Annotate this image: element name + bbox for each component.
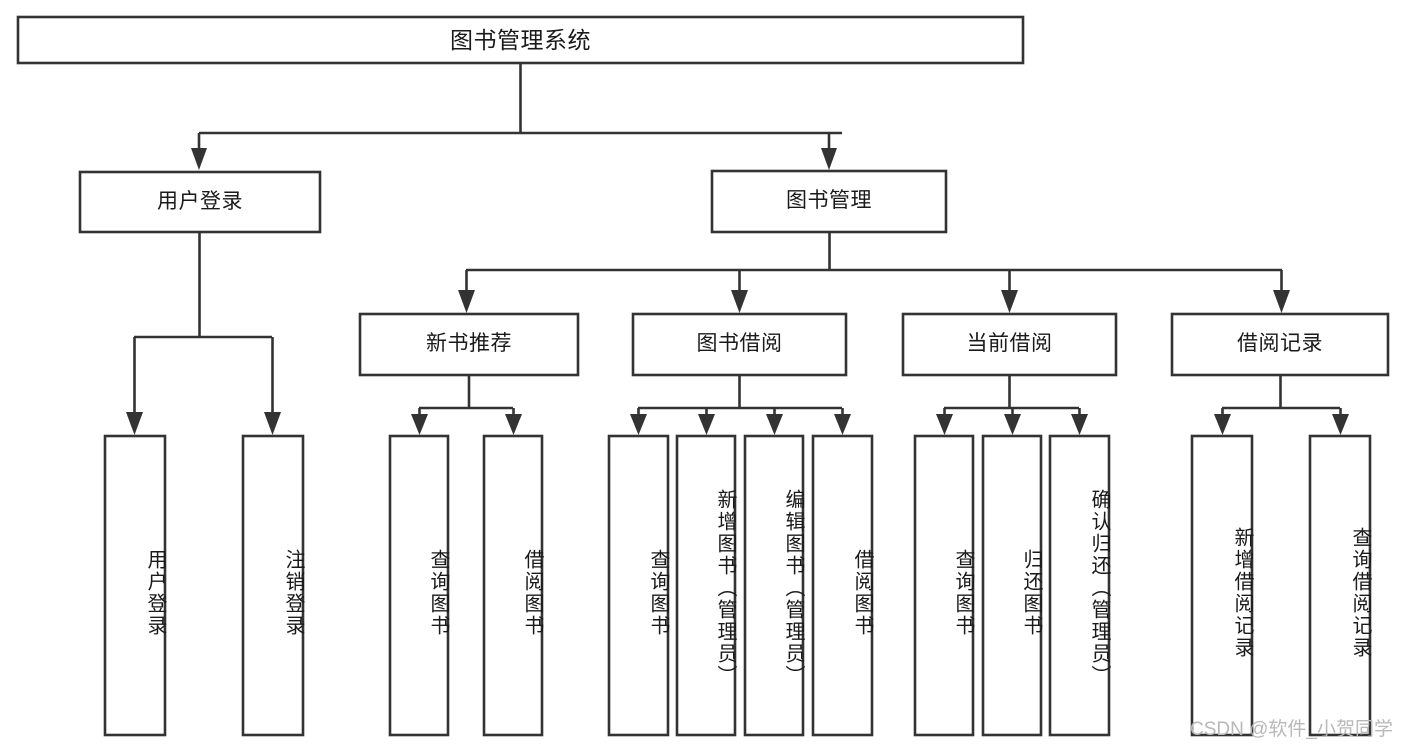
arrow-head-borrow-record bbox=[1273, 290, 1290, 313]
node-box-leaf-5[interactable] bbox=[675, 434, 737, 737]
arrow-head-bb-leaf-1 bbox=[630, 414, 647, 435]
arrow-head-bb-leaf-2 bbox=[698, 414, 715, 435]
connector-group-book-borrow bbox=[630, 375, 851, 435]
node-box-leaf-4[interactable] bbox=[607, 434, 670, 737]
node-box-leaf-12[interactable] bbox=[1308, 434, 1372, 737]
arrow-head-user-login bbox=[191, 148, 207, 170]
node-box-leaf-9[interactable] bbox=[981, 434, 1043, 737]
node-box-root[interactable] bbox=[16, 15, 1025, 65]
node-box-leaf-7[interactable] bbox=[811, 434, 874, 737]
connector-group-new-book-rec bbox=[411, 375, 522, 435]
arrow-head-br-leaf-2 bbox=[1332, 414, 1349, 435]
arrow-head-cb-leaf-2 bbox=[1004, 414, 1021, 435]
arrow-head-new-book-rec bbox=[458, 290, 475, 313]
node-box-new-book-rec[interactable] bbox=[358, 312, 580, 377]
node-box-user-login[interactable] bbox=[78, 170, 322, 234]
arrow-head-br-leaf-1 bbox=[1214, 414, 1231, 435]
arrow-head-cb-leaf-3 bbox=[1071, 414, 1088, 435]
connector-group-borrow-record bbox=[1214, 375, 1349, 435]
arrow-head-book-manage bbox=[821, 148, 837, 170]
node-box-borrow-record[interactable] bbox=[1170, 312, 1390, 377]
connector-group-current-borrow bbox=[936, 375, 1088, 435]
arrow-head-bb-leaf-4 bbox=[834, 414, 851, 435]
arrow-head-nbr-leaf-1 bbox=[411, 414, 428, 435]
arrow-head-bb-leaf-3 bbox=[766, 414, 783, 435]
node-box-leaf-11[interactable] bbox=[1190, 434, 1254, 737]
node-box-leaf-10[interactable] bbox=[1048, 434, 1111, 737]
arrow-head-book-borrow bbox=[731, 290, 748, 313]
connector-group-user-login bbox=[126, 232, 281, 435]
arrow-head-leaf-logout bbox=[264, 412, 281, 435]
node-box-leaf-2[interactable] bbox=[388, 434, 450, 737]
connector-group-root bbox=[191, 63, 842, 170]
node-box-leaf-6[interactable] bbox=[743, 434, 805, 737]
arrow-head-leaf-user-login bbox=[126, 412, 143, 435]
node-box-leaf-1[interactable] bbox=[241, 434, 305, 737]
node-box-leaf-3[interactable] bbox=[482, 434, 544, 737]
arrow-head-cb-leaf-1 bbox=[936, 414, 953, 435]
node-box-current-borrow[interactable] bbox=[901, 312, 1118, 377]
arrow-head-current-borrow bbox=[1001, 290, 1018, 313]
node-box-book-borrow[interactable] bbox=[631, 312, 848, 377]
node-box-leaf-0[interactable] bbox=[103, 434, 167, 737]
arrow-head-nbr-leaf-2 bbox=[505, 414, 522, 435]
node-box-book-manage[interactable] bbox=[710, 169, 948, 234]
node-box-leaf-8[interactable] bbox=[913, 434, 975, 737]
connector-group-book-manage bbox=[458, 232, 1290, 313]
